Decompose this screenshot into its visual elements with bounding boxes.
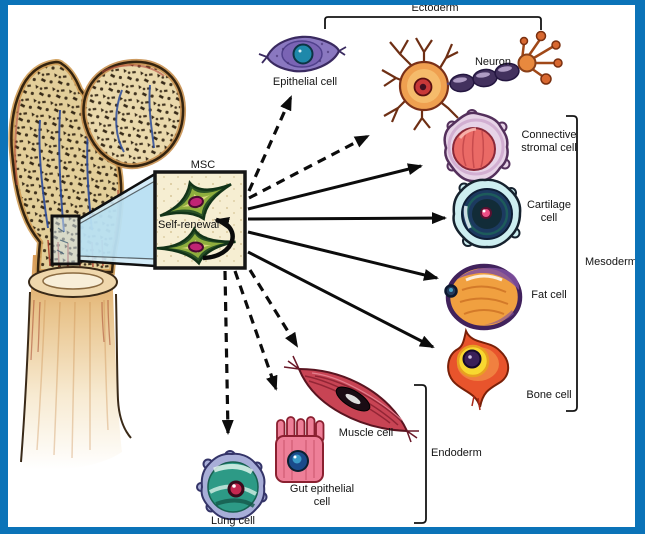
self-renewal-label: Self-renewal (158, 219, 220, 231)
msc-cell (159, 179, 232, 221)
germ-layer-brackets (324, 16, 578, 524)
lung-cell-illustration (196, 450, 268, 521)
endoderm-label: Endoderm (431, 447, 482, 459)
magnifier-callout (50, 172, 156, 268)
neuron-label: Neuron (474, 56, 512, 68)
differentiation-arrows (221, 95, 447, 435)
cartilage-cell-illustration (452, 178, 522, 249)
bone-cell-illustration (447, 327, 510, 411)
msc-cell (156, 226, 236, 266)
fat-cell-illustration (444, 263, 523, 331)
gut-epithelial-cell-illustration (275, 416, 325, 483)
msc-box (153, 170, 247, 270)
epithelial-cell-label: Epithelial cell (272, 76, 338, 88)
bone-cell-label: Bone cell (526, 389, 572, 401)
fat-cell-label: Fat cell (531, 289, 567, 301)
muscle-cell-illustration (283, 355, 419, 443)
cartilage-cell-label: Cartilage cell (526, 199, 572, 224)
connective-stromal-cell-illustration (443, 109, 511, 183)
lung-cell-label: Lung cell (210, 515, 256, 527)
msc-label: MSC (190, 159, 216, 171)
neuron-illustration (381, 30, 563, 131)
connective-stromal-cell-label: Connective stromal cell (521, 129, 577, 154)
ectoderm-label: Ectoderm (411, 2, 459, 14)
epithelial-cell-illustration (258, 35, 347, 73)
gut-epithelial-cell-label: Gut epithelial cell (289, 483, 355, 508)
muscle-cell-label: Muscle cell (338, 427, 394, 439)
mesoderm-label: Mesoderm (585, 256, 637, 268)
self-renewal-arrow (202, 216, 235, 261)
